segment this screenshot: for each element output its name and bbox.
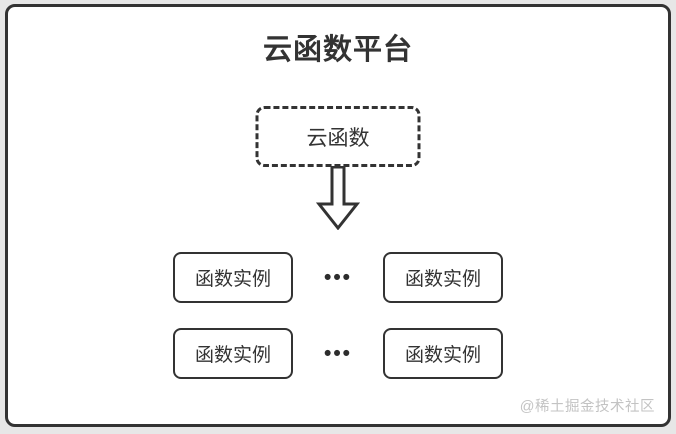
function-instance-node: 函数实例 bbox=[173, 252, 293, 303]
diagram-title: 云函数平台 bbox=[262, 34, 413, 66]
ellipsis-dots: ••• bbox=[323, 266, 353, 289]
instance-row-1: 函数实例 ••• 函数实例 bbox=[8, 252, 668, 303]
function-instance-node: 函数实例 bbox=[383, 252, 503, 303]
ellipsis-dots: ••• bbox=[323, 342, 353, 365]
function-instance-label: 函数实例 bbox=[404, 269, 481, 290]
function-instance-label: 函数实例 bbox=[194, 269, 271, 290]
cloud-function-node: 云函数 bbox=[255, 106, 421, 167]
cloud-platform-frame: 云函数平台 云函数 函数实例 ••• 函数实例 函数实例 ••• 函数实例 @稀… bbox=[5, 4, 671, 427]
cloud-function-label: 云函数 bbox=[306, 126, 370, 150]
instance-row-2: 函数实例 ••• 函数实例 bbox=[8, 328, 668, 379]
watermark: @稀土掘金技术社区 bbox=[519, 399, 655, 415]
function-instance-node: 函数实例 bbox=[383, 328, 503, 379]
down-arrow-icon bbox=[315, 165, 361, 231]
function-instance-node: 函数实例 bbox=[173, 328, 293, 379]
function-instance-label: 函数实例 bbox=[404, 345, 481, 366]
function-instance-label: 函数实例 bbox=[194, 345, 271, 366]
